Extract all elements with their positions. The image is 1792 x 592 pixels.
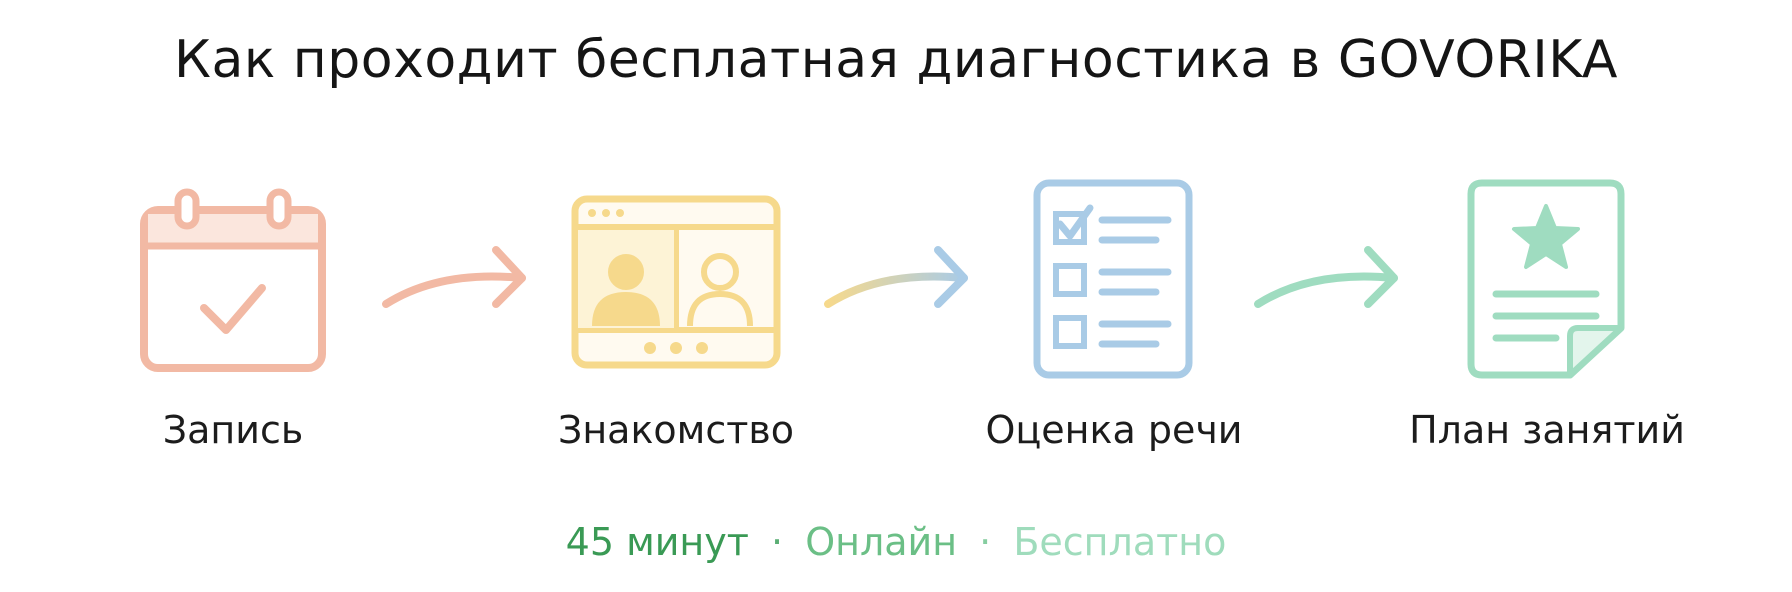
page-title: Как проходит бесплатная диагностика в GO…: [174, 30, 1618, 90]
step-label-zapis: Запись: [162, 408, 304, 452]
video-call-icon: [571, 195, 781, 369]
step-label-plan-zanyatiy: План занятий: [1409, 408, 1685, 452]
calendar-check-icon: [140, 188, 326, 372]
price-text: Бесплатно: [1013, 520, 1227, 564]
format-text: Онлайн: [805, 520, 958, 564]
arrow-right-icon: [1254, 246, 1398, 308]
summary-line: 45 минут · Онлайн · Бесплатно: [0, 520, 1792, 564]
step-label-znakomstvo: Знакомство: [557, 408, 795, 452]
arrow-right-icon: [824, 246, 968, 308]
certificate-star-icon: [1467, 179, 1625, 379]
duration-text: 45 минут: [565, 520, 749, 564]
checklist-icon: [1033, 179, 1193, 379]
separator-dot: ·: [771, 520, 784, 564]
arrow-right-icon: [382, 246, 526, 308]
separator-dot: ·: [979, 520, 992, 564]
step-label-ocenka-rechi: Оценка речи: [985, 408, 1243, 452]
